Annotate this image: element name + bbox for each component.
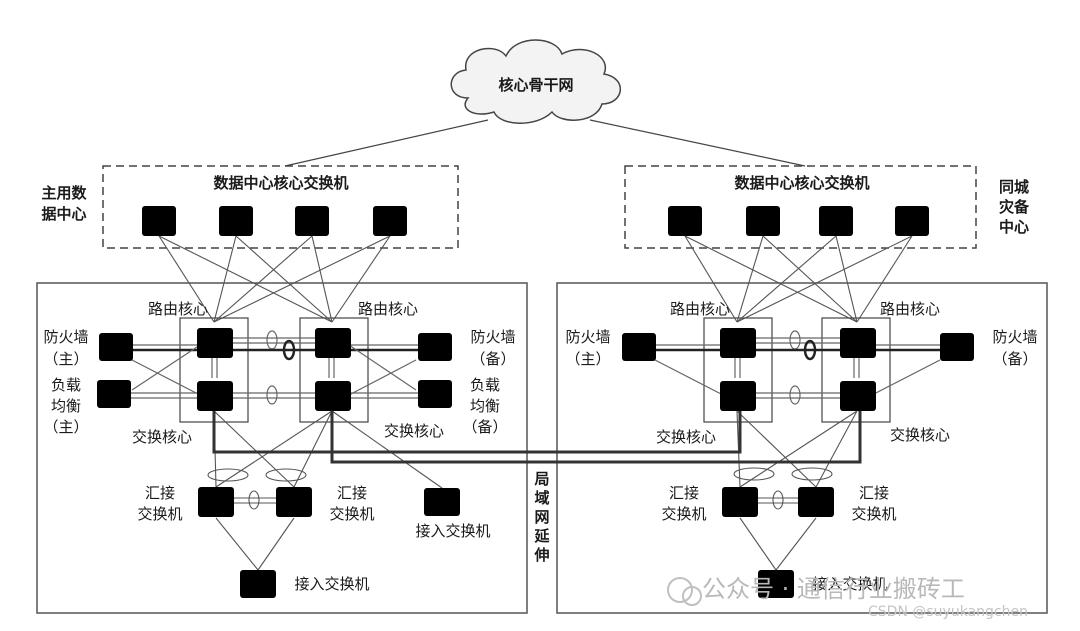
right-agg-label-2-line1: 汇接 xyxy=(859,484,889,502)
left-firewall-primary-icon xyxy=(99,333,133,361)
right-routing-core-label-2: 路由核心 xyxy=(880,300,940,318)
left-fw-backup-line2: （备） xyxy=(470,350,515,368)
right-fw-primary-line2: （主） xyxy=(565,350,610,368)
right-routing-core-1-icon xyxy=(720,328,756,358)
left-core-switch-4-icon xyxy=(373,206,407,236)
right-core-switch-2-icon xyxy=(746,206,780,236)
right-firewall-primary-icon xyxy=(622,333,656,361)
left-core-title: 数据中心核心交换机 xyxy=(213,174,348,192)
left-agg-label-1-line1: 汇接 xyxy=(145,484,175,502)
right-fw-backup-line1: 防火墙 xyxy=(992,328,1037,346)
left-switching-core-2-icon xyxy=(315,381,351,411)
right-core-title: 数据中心核心交换机 xyxy=(734,174,869,192)
left-access-switch-top-icon xyxy=(424,488,460,516)
right-routing-box-2 xyxy=(821,317,891,423)
left-switching-core-1-icon xyxy=(197,381,233,411)
left-agg-label-1-line2: 交换机 xyxy=(137,505,182,523)
right-switching-core-1-icon xyxy=(720,381,756,411)
left-site-label-line1: 主用数 xyxy=(41,184,87,202)
left-aggregation-switch-1-icon xyxy=(198,487,234,517)
right-core-switch-group: 数据中心核心交换机 xyxy=(624,165,977,249)
right-site-frame xyxy=(556,282,1048,614)
left-routing-box-2 xyxy=(299,317,369,423)
left-access-label-bottom: 接入交换机 xyxy=(294,575,369,593)
right-agg-label-1-line2: 交换机 xyxy=(661,505,706,523)
left-routing-core-label-1: 路由核心 xyxy=(148,300,208,318)
left-core-switch-group: 数据中心核心交换机 xyxy=(102,165,459,249)
svg-text:伸: 伸 xyxy=(533,546,549,564)
left-switching-core-label-2: 交换核心 xyxy=(384,422,444,440)
left-lb-backup-line1: 负载 xyxy=(470,376,500,394)
left-routing-core-1-icon xyxy=(197,328,233,358)
wechat-icon xyxy=(667,577,693,603)
right-firewall-backup-icon xyxy=(940,333,974,361)
left-site-frame xyxy=(36,282,528,614)
left-fw-primary-line2: （主） xyxy=(43,350,88,368)
right-core-switch-1-icon xyxy=(668,206,702,236)
left-lb-primary-line2: 均衡 xyxy=(51,397,81,415)
left-access-switch-bottom-icon xyxy=(240,570,276,598)
cloud-label: 核心骨干网 xyxy=(498,76,573,94)
right-routing-core-label-1: 路由核心 xyxy=(670,300,730,318)
left-lb-primary-line1: 负载 xyxy=(51,376,81,394)
left-core-switch-3-icon xyxy=(295,206,329,236)
right-routing-core-2-icon xyxy=(840,328,876,358)
left-agg-label-2-line1: 汇接 xyxy=(337,484,367,502)
right-aggregation-switch-1-icon xyxy=(722,487,758,517)
left-fw-primary-line1: 防火墙 xyxy=(43,328,88,346)
right-access-label: 接入交换机 xyxy=(812,575,887,593)
right-fw-primary-line1: 防火墙 xyxy=(565,328,610,346)
right-core-switch-4-icon xyxy=(895,206,929,236)
lan-extension-links xyxy=(212,411,862,464)
left-core-switch-1-icon xyxy=(142,206,176,236)
right-switching-core-label-1: 交换核心 xyxy=(656,428,716,446)
right-aggregation-switch-2-icon xyxy=(798,487,834,517)
left-site-label-line2: 据中心 xyxy=(41,205,86,223)
left-lb-backup-line3: （备） xyxy=(462,418,507,436)
left-lb-primary-line3: （主） xyxy=(43,418,88,436)
left-routing-core-label-2: 路由核心 xyxy=(358,300,418,318)
left-lb-primary-icon xyxy=(97,380,131,408)
right-agg-label-2-line2: 交换机 xyxy=(851,505,896,523)
right-agg-label-1-line1: 汇接 xyxy=(669,484,699,502)
right-site-label-line2: 灾备 xyxy=(999,198,1030,216)
right-fw-backup-line2: （备） xyxy=(992,350,1037,368)
left-access-label-top: 接入交换机 xyxy=(415,522,490,540)
left-fw-backup-line1: 防火墙 xyxy=(470,328,515,346)
right-routing-box-1 xyxy=(703,317,773,423)
right-switching-core-2-icon xyxy=(840,381,876,411)
left-agg-label-2-line2: 交换机 xyxy=(329,505,374,523)
core-backbone-cloud: 核心骨干网 xyxy=(450,39,622,124)
left-switching-core-label-1: 交换核心 xyxy=(132,428,192,446)
watermark-wechat: 公众号 · 通信行业搬砖工 xyxy=(702,575,965,603)
left-lb-backup-line2: 均衡 xyxy=(470,397,500,415)
watermark-csdn: CSDN @suyukangchen xyxy=(868,604,1028,620)
right-core-switch-3-icon xyxy=(819,206,853,236)
left-routing-core-2-icon xyxy=(315,328,351,358)
svg-text:延: 延 xyxy=(533,527,550,545)
left-lb-backup-icon xyxy=(418,380,452,408)
left-core-switch-2-icon xyxy=(219,206,253,236)
lan-extension-label: 局 域 网 延 伸 xyxy=(533,470,550,564)
svg-text:网: 网 xyxy=(534,508,549,526)
left-aggregation-switch-2-icon xyxy=(276,487,312,517)
left-firewall-backup-icon xyxy=(418,333,452,361)
watermark: 公众号 · 通信行业搬砖工 CSDN @suyukangchen xyxy=(667,575,1028,620)
right-site-label-line3: 中心 xyxy=(999,218,1029,236)
right-site-label-line1: 同城 xyxy=(999,178,1029,196)
svg-text:域: 域 xyxy=(534,489,549,507)
svg-text:局: 局 xyxy=(533,470,549,488)
right-switching-core-label-2: 交换核心 xyxy=(890,426,950,444)
